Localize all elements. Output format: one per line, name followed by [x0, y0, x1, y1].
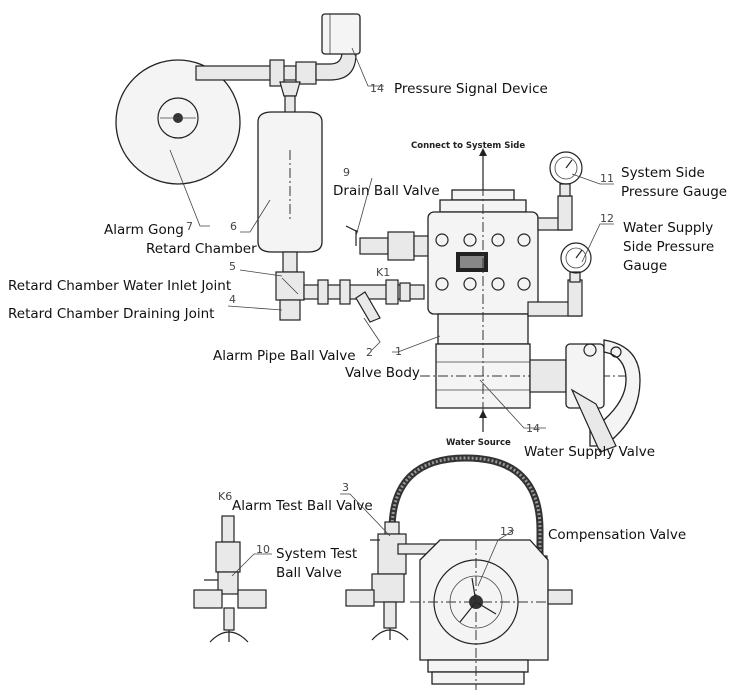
label-water-supply-line2: Side Pressure	[623, 239, 714, 255]
label-system-side-line2: Pressure Gauge	[621, 184, 727, 200]
callout-number-8: 14	[370, 82, 384, 95]
flow-arrows	[479, 148, 487, 432]
system-side-pressure-gauge	[537, 151, 583, 231]
alarm-gong	[115, 59, 241, 185]
lower-valve-body	[410, 539, 573, 690]
label-retard-chamber-inlet: Retard Chamber Water Inlet Joint	[8, 278, 231, 294]
mark-k6: K6	[218, 490, 232, 503]
pressure-signal-device	[321, 13, 361, 55]
label-water-supply-line1: Water Supply	[623, 220, 713, 236]
retard-chamber	[257, 81, 323, 321]
label-system-side-line1: System Side	[621, 165, 705, 181]
label-water-supply-line3: Gauge	[623, 258, 667, 274]
alarm-line-pipe	[303, 279, 425, 323]
label-retard-chamber: Retard Chamber	[146, 241, 257, 257]
label-valve-body: Valve Body	[345, 365, 420, 381]
callout-number-11: 11	[600, 172, 614, 185]
label-system-test-line1: System Test	[276, 546, 357, 562]
callout-number-10: 10	[256, 543, 270, 556]
alarm-test-ball-valve	[345, 533, 441, 641]
callout-number-4: 4	[229, 293, 236, 306]
label-water-supply-valve: Water Supply Valve	[524, 444, 655, 460]
flow-label-water-source: Water Source	[446, 438, 511, 448]
mark-k1: K1	[376, 266, 390, 279]
water-supply-valve	[529, 339, 641, 453]
callout-number-3: 3	[342, 481, 349, 494]
leader-lines	[169, 47, 614, 587]
callout-number-2: 2	[366, 346, 373, 359]
label-drain-ball-valve: Drain Ball Valve	[333, 183, 440, 199]
label-alarm-gong: Alarm Gong	[104, 222, 184, 238]
flow-label-system-side: Connect to System Side	[411, 141, 525, 151]
water-supply-pressure-gauge	[527, 242, 592, 317]
callout-number-13: 13	[500, 525, 514, 538]
callout-number-1: 1	[395, 345, 402, 358]
label-alarm-pipe-ball-valve: Alarm Pipe Ball Valve	[213, 348, 356, 364]
callout-number-5: 5	[229, 260, 236, 273]
callout-number-12: 12	[600, 212, 614, 225]
system-test-ball-valve	[193, 515, 267, 643]
callout-number-6: 6	[230, 220, 237, 233]
label-alarm-test-ball-valve: Alarm Test Ball Valve	[232, 498, 373, 514]
callout-number-14: 14	[526, 422, 540, 435]
callout-number-9: 9	[343, 166, 350, 179]
label-retard-chamber-drain: Retard Chamber Draining Joint	[8, 306, 214, 322]
drain-ball-valve	[345, 225, 435, 261]
label-system-test-line2: Ball Valve	[276, 565, 342, 581]
label-pressure-signal-device: Pressure Signal Device	[394, 81, 548, 97]
label-compensation-valve: Compensation Valve	[548, 527, 686, 543]
callout-number-7: 7	[186, 220, 193, 233]
